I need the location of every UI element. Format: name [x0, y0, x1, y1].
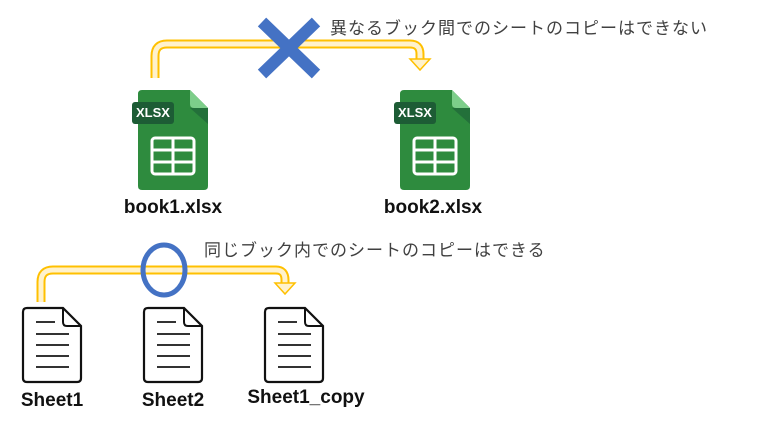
bottom-copy-arrow [36, 265, 297, 302]
xlsx-badge: XLSX [136, 105, 170, 120]
file-label-book2: book2.xlsx [383, 197, 483, 218]
circle-mark-icon [140, 242, 188, 298]
sheet-label-sheet2: Sheet2 [141, 390, 205, 411]
document-icon [21, 306, 83, 384]
excel-file-icon [394, 90, 470, 190]
top-caption: 異なるブック間でのシートのコピーはできない [330, 19, 708, 39]
xlsx-badge: XLSX [398, 105, 432, 120]
sheet-label-sheet1-copy: Sheet1_copy [247, 387, 365, 408]
sheet-label-sheet1: Sheet1 [20, 390, 84, 411]
document-icon [263, 306, 325, 384]
file-label-book1: book1.xlsx [123, 197, 223, 218]
document-icon [142, 306, 204, 384]
excel-file-icon [132, 90, 208, 190]
cross-mark-icon [257, 17, 321, 79]
bottom-caption: 同じブック内でのシートのコピーはできる [204, 241, 546, 261]
